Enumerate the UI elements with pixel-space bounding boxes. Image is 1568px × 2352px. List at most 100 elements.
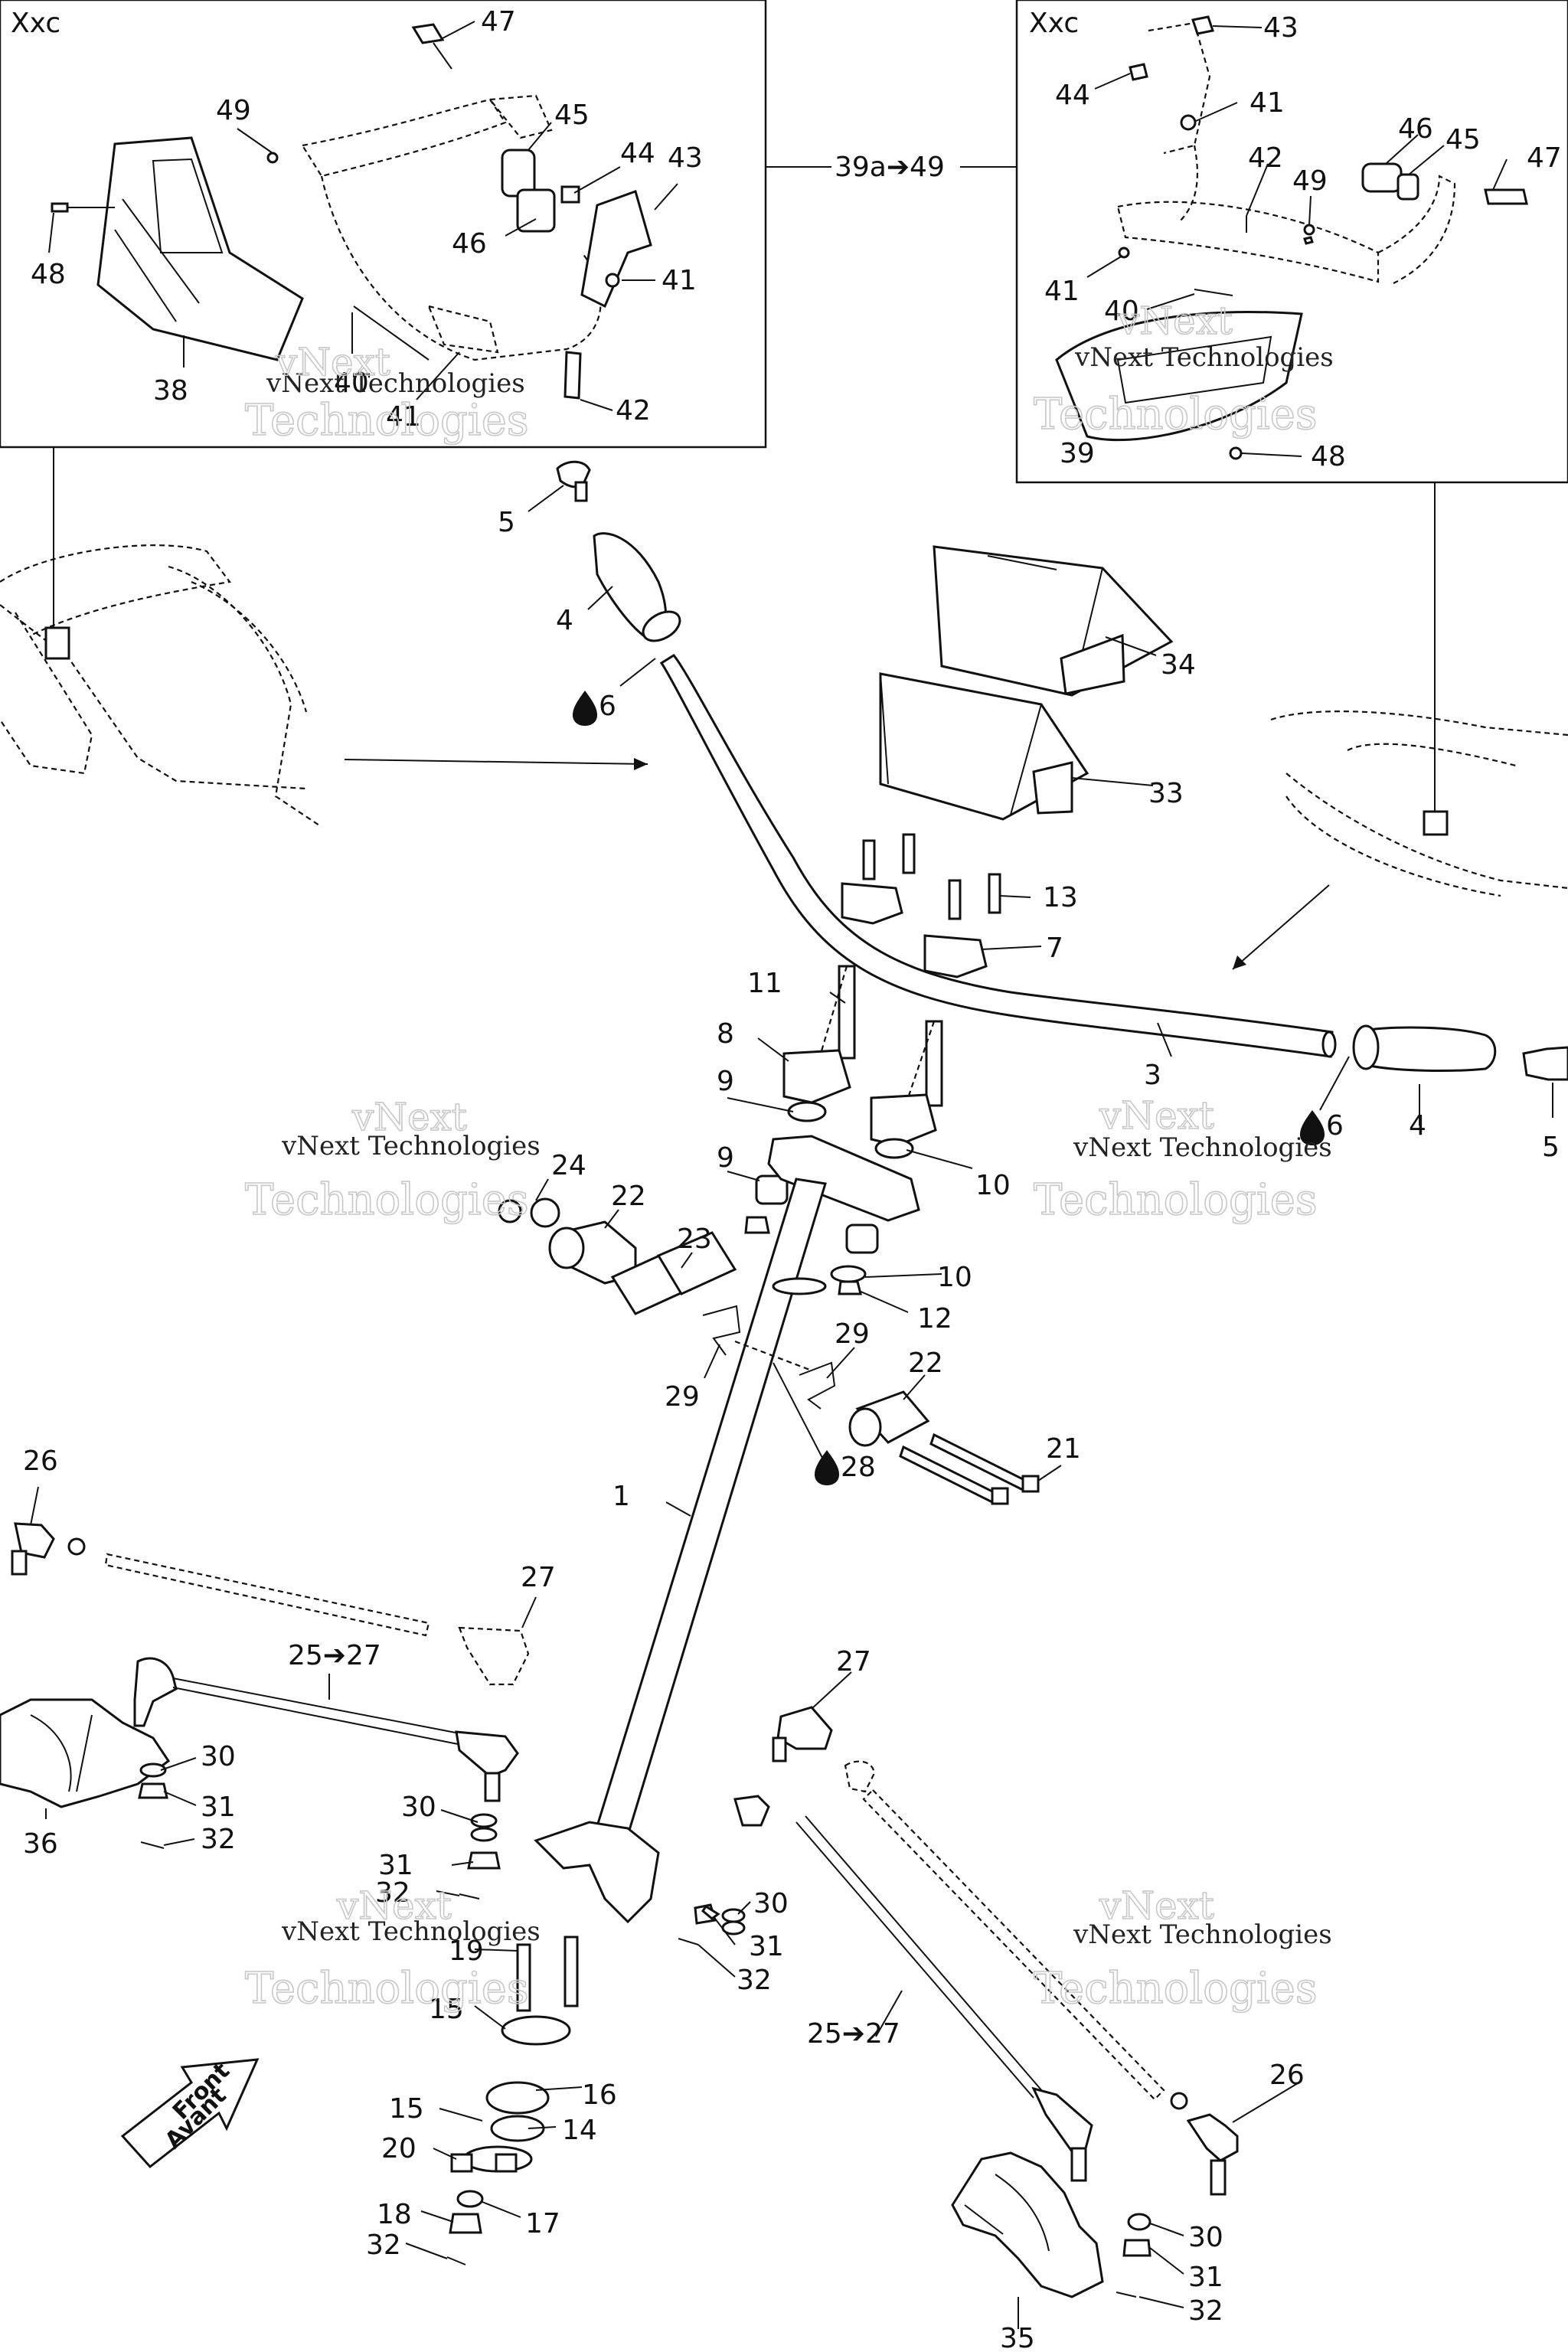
callout-19: 19 xyxy=(449,1936,484,1967)
svg-text:vNext Technologies: vNext Technologies xyxy=(281,1916,541,1947)
callout-r39: 39 xyxy=(1060,438,1095,469)
callout-28: 28 xyxy=(841,1452,876,1483)
callout-3: 3 xyxy=(1144,1060,1161,1091)
callout-15: 15 xyxy=(429,1994,464,2025)
callout-r47: 47 xyxy=(1527,142,1562,174)
bushings-22-23-24 xyxy=(498,1197,930,1447)
callout-33: 33 xyxy=(1148,778,1184,809)
svg-text:vNext: vNext xyxy=(275,340,390,384)
callout-22: 22 xyxy=(611,1181,646,1212)
steering-arm-lower xyxy=(534,1821,660,1924)
spacers-9-10-12 xyxy=(744,1101,914,1295)
callout-43: 43 xyxy=(668,142,703,174)
lower-bearing-stack xyxy=(446,1936,579,2265)
callout-15b: 15 xyxy=(389,2093,424,2125)
plug-right-5 xyxy=(1522,1046,1568,1081)
callout-48: 48 xyxy=(31,259,66,290)
callout-44: 44 xyxy=(620,138,655,169)
svg-text:vNext: vNext xyxy=(1099,1093,1214,1138)
callout-32e: 32 xyxy=(1188,2295,1223,2327)
tie-rod-dotted-right xyxy=(844,1760,1239,2196)
bolts-21 xyxy=(899,1432,1040,1505)
svg-text:Technologies: Technologies xyxy=(1034,1964,1318,2014)
callout-35: 35 xyxy=(1000,2323,1035,2352)
callout-r42: 42 xyxy=(1248,142,1283,174)
tie-rod-right xyxy=(733,1706,1093,2182)
callout-46: 46 xyxy=(452,228,487,260)
callout-42: 42 xyxy=(616,395,651,426)
knuckle-left-36-detail xyxy=(30,1714,93,1792)
svg-text:vNext: vNext xyxy=(336,1883,452,1928)
callout-30b: 30 xyxy=(401,1792,436,1823)
callout-21: 21 xyxy=(1046,1433,1081,1465)
watermark-2: vNext Technologies vNext Technologies xyxy=(1033,298,1334,440)
callout-9: 9 xyxy=(717,1066,734,1097)
svg-text:Technologies: Technologies xyxy=(245,1964,529,2014)
callout-11: 11 xyxy=(747,968,782,999)
callout-7: 7 xyxy=(1046,933,1063,964)
inset-right: Xxc xyxy=(1015,0,1568,484)
svg-text:vNext Technologies: vNext Technologies xyxy=(1073,1919,1332,1950)
svg-text:vNext: vNext xyxy=(1099,1883,1214,1928)
main-leaders xyxy=(30,485,1553,2329)
callout-29: 29 xyxy=(835,1318,870,1350)
inset-right-title: Xxc xyxy=(1029,8,1079,39)
tie-rod-dotted-left xyxy=(11,1522,530,1686)
callout-r41b: 41 xyxy=(1044,276,1080,307)
callout-18: 18 xyxy=(377,2199,412,2230)
callout-25-27-right: 25➔27 xyxy=(807,2018,900,2050)
watermark-small: vNext Technologies xyxy=(266,368,525,399)
callout-23: 23 xyxy=(677,1223,712,1255)
clamp-bolts-13 xyxy=(862,833,1001,920)
risers-8 xyxy=(782,965,943,1147)
callout-17: 17 xyxy=(525,2208,560,2239)
tie-rod-left xyxy=(133,1657,519,1802)
grease-6-top: 6 xyxy=(573,691,616,726)
svg-text:Technologies: Technologies xyxy=(1034,1175,1318,1225)
front-arrow-icon: Front Avant xyxy=(120,2057,260,2169)
callout-34: 34 xyxy=(1161,649,1196,681)
svg-text:vNext Technologies: vNext Technologies xyxy=(1073,1132,1332,1163)
callout-4: 4 xyxy=(556,605,573,636)
callout-30: 30 xyxy=(201,1741,236,1772)
upper-clamp-7 xyxy=(841,882,988,978)
callout-32: 32 xyxy=(201,1824,236,1855)
callout-r45: 45 xyxy=(1446,124,1481,155)
handguard-38 xyxy=(96,136,304,361)
watermark-6: vNext Technologies vNext Technologies xyxy=(1033,1883,1332,2014)
callout-r46: 46 xyxy=(1398,113,1433,145)
left-inset-leaders xyxy=(48,21,678,411)
callout-1: 1 xyxy=(612,1481,630,1512)
callout-13: 13 xyxy=(1043,882,1078,913)
inset-left-title: Xxc xyxy=(11,8,60,39)
callout-r40: 40 xyxy=(1104,296,1139,327)
callout-8: 8 xyxy=(717,1018,734,1050)
svg-text:Technologies: Technologies xyxy=(245,396,529,446)
inset-range: 39a➔49 xyxy=(766,152,1017,183)
callout-26-right: 26 xyxy=(1269,2060,1305,2091)
callout-10b: 10 xyxy=(937,1262,972,1293)
callout-30c: 30 xyxy=(753,1888,789,1919)
callout-31c: 31 xyxy=(749,1931,784,1962)
callout-32b: 32 xyxy=(375,1877,410,1909)
callout-38: 38 xyxy=(153,375,188,407)
callout-30d: 30 xyxy=(1188,2222,1223,2253)
pad-34 xyxy=(933,545,1174,697)
inset-range-label: 39a➔49 xyxy=(835,152,945,183)
right-inset-leaders xyxy=(1086,25,1508,457)
axis-28 xyxy=(734,1340,812,1372)
callout-47: 47 xyxy=(481,6,516,38)
watermark-4: vNext Technologies vNext Technologies xyxy=(1033,1093,1332,1226)
handguard-dotted-left xyxy=(0,544,322,828)
plug-left-5 xyxy=(556,460,591,502)
svg-text:Technologies: Technologies xyxy=(245,1175,529,1225)
callout-49: 49 xyxy=(216,95,251,126)
inset-left: Xxc xyxy=(0,0,767,449)
callout-32c: 32 xyxy=(737,1965,772,1996)
hardware-right-30-31-32 xyxy=(678,1903,1152,2298)
oil-drop-icon-right xyxy=(1300,1110,1325,1145)
callout-16: 16 xyxy=(582,2079,617,2111)
callout-r41: 41 xyxy=(1250,87,1285,119)
right-handguard-assembly xyxy=(1055,15,1528,460)
callout-r48: 48 xyxy=(1311,441,1346,472)
